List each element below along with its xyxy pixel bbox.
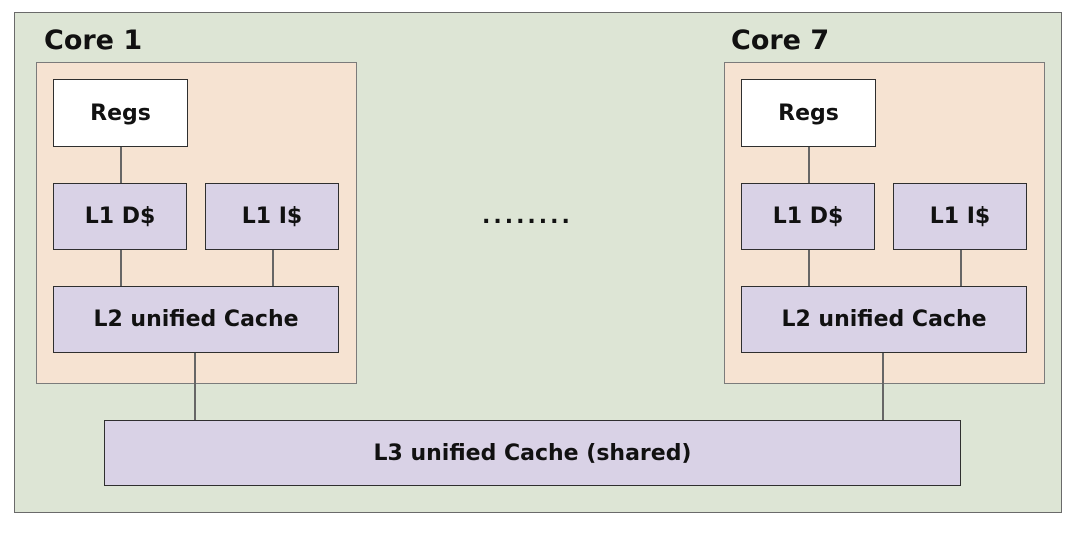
l3-shared-cache: L3 unified Cache (shared) xyxy=(104,420,961,486)
core-7-l2-l3-link xyxy=(882,353,884,420)
core-7-l2-cache: L2 unified Cache xyxy=(741,286,1027,353)
core-1-l1-dcache: L1 D$ xyxy=(53,183,187,250)
core-7-l1-dcache: L1 D$ xyxy=(741,183,875,250)
core-1-l1i-l2-link xyxy=(272,250,274,286)
core-7-regs-l1d-link xyxy=(808,147,810,183)
more-cores-ellipsis: ........ xyxy=(482,204,573,229)
core-7-title: Core 7 xyxy=(731,25,830,56)
core-7-regs: Regs xyxy=(741,79,876,147)
core-1-l1-icache: L1 I$ xyxy=(205,183,339,250)
core-7-l1i-l2-link xyxy=(960,250,962,286)
core-1-regs-l1d-link xyxy=(120,147,122,183)
core-1-title: Core 1 xyxy=(44,25,143,56)
core-1-l2-cache: L2 unified Cache xyxy=(53,286,339,353)
core-1-l1d-l2-link xyxy=(120,250,122,286)
core-1-regs: Regs xyxy=(53,79,188,147)
core-7-l1-icache: L1 I$ xyxy=(893,183,1027,250)
core-7-l1d-l2-link xyxy=(808,250,810,286)
core-1-l2-l3-link xyxy=(194,353,196,420)
